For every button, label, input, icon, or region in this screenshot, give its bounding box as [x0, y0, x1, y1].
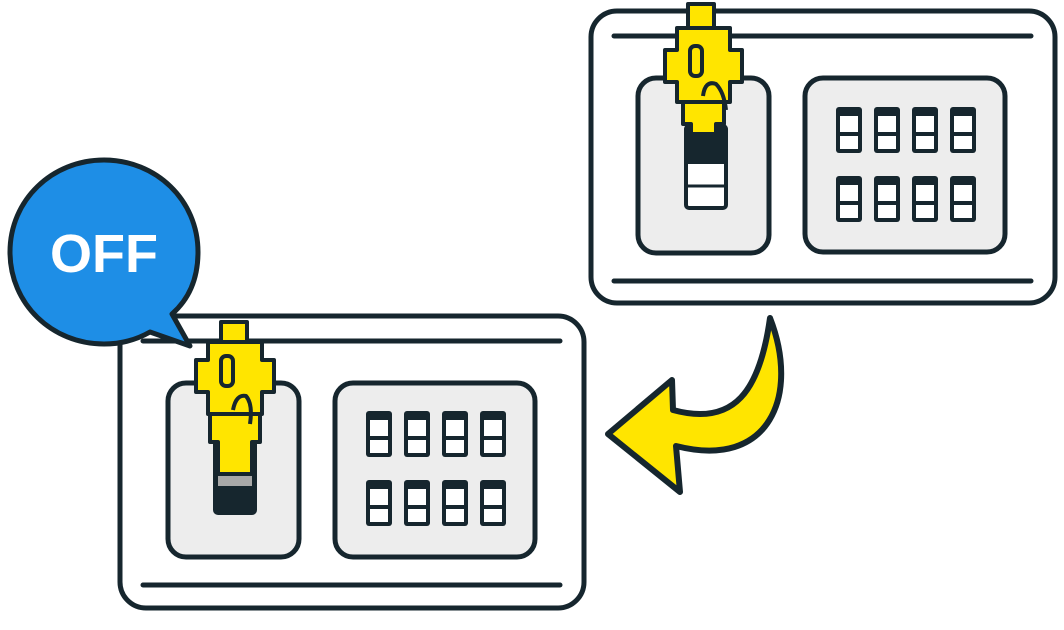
switch-lever-icon [684, 124, 728, 210]
lever-tool-icon [663, 2, 744, 136]
lever-tool-icon [194, 320, 276, 476]
dip-switch-panel [332, 380, 538, 560]
scene-after [117, 313, 587, 611]
dip-switch-panel [802, 75, 1008, 255]
off-bubble: OFF [7, 157, 201, 349]
scene-before [588, 2, 1058, 306]
off-label: OFF [50, 224, 158, 284]
curved-arrow-icon [605, 315, 785, 495]
